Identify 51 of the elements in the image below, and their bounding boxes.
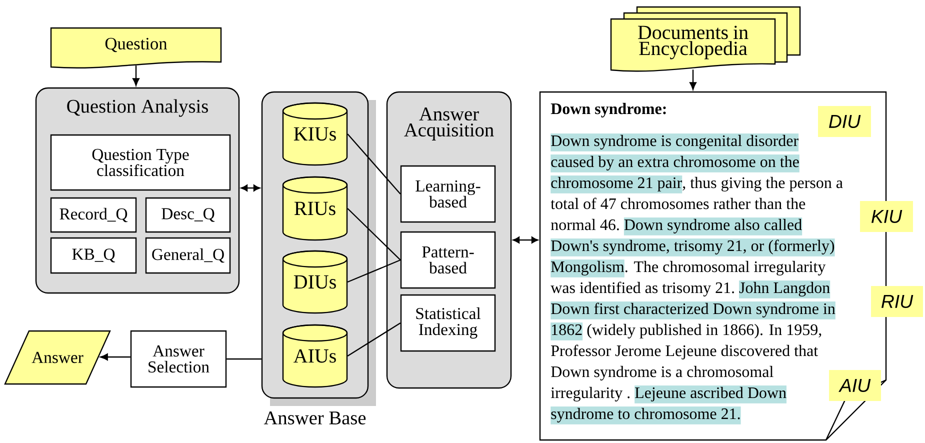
- tag-label: RIU: [871, 286, 923, 317]
- database-cylinder: KIUs: [282, 102, 348, 166]
- body-text: (widely published in 1866). In 1959,: [587, 324, 822, 338]
- connector-line: [347, 322, 401, 357]
- output-parallelogram: Answer: [4, 330, 111, 385]
- highlighted-text: John Langdon: [739, 280, 830, 298]
- connector-line: [132, 66, 140, 86]
- process-box: Record_Q: [50, 197, 137, 233]
- highlighted-text: Mongolism: [550, 260, 624, 278]
- highlighted-text: Down's syndrome, trisomy 21, or (formerly): [550, 238, 835, 256]
- connector-line: [240, 184, 260, 192]
- highlighted-text: 1862: [550, 322, 583, 340]
- database-cylinder: AIUs: [282, 324, 348, 388]
- tag-label: AIU: [829, 370, 881, 401]
- connector-line: [690, 70, 696, 90]
- connector-line: [512, 236, 538, 244]
- process-box: Question Type classification: [50, 134, 231, 191]
- document-stack: Documents in Encyclopedia: [610, 6, 801, 72]
- process-box: General_Q: [145, 237, 231, 274]
- connector-line: [100, 354, 130, 360]
- process-box: KB_Q: [50, 237, 137, 274]
- highlighted-text: Down syndrome is congenital disorder: [550, 134, 799, 152]
- process-box: Desc_Q: [145, 197, 231, 233]
- connector-line: [347, 259, 401, 283]
- process-box: Answer Selection: [130, 330, 227, 388]
- body-text: , thus giving the person a: [682, 176, 843, 192]
- process-box: Learning-based: [400, 165, 496, 223]
- highlighted-text: chromosome 21 pair: [550, 176, 682, 194]
- body-text: normal 46.: [550, 218, 619, 230]
- connector-line: [226, 358, 262, 360]
- process-box: Statistical Indexing: [400, 294, 496, 352]
- connector-line: [347, 134, 401, 194]
- highlighted-text: Down first characterized Down syndrome in: [550, 302, 836, 320]
- database-cylinder: RIUs: [282, 176, 348, 241]
- process-box: Pattern-based: [400, 231, 496, 289]
- connector-line: [347, 208, 401, 260]
- body-text: Down syndrome is a chromosomal: [551, 366, 774, 380]
- highlighted-text: Lejeune ascribed Down: [634, 386, 786, 404]
- heading: Down syndrome:: [550, 102, 666, 118]
- body-text: was identified as trisomy 21.: [550, 282, 734, 296]
- tag-label: DIU: [818, 106, 871, 137]
- node-label: Answer Base: [264, 412, 366, 424]
- highlighted-text: syndrome to chromosome 21.: [550, 406, 741, 424]
- highlighted-text: caused by an extra chromosome on the: [550, 154, 800, 172]
- tag-label: KIU: [860, 201, 913, 232]
- database-cylinder: DIUs: [282, 250, 348, 314]
- body-text: Professor Jerome Lejeune discovered that: [551, 344, 818, 360]
- body-text: total of 47 chromosomes rather than the: [550, 198, 806, 210]
- highlighted-text: Down syndrome also called: [624, 218, 802, 236]
- body-text: irregularity .: [550, 386, 630, 402]
- body-text: . The chromosomal irregularity: [625, 260, 826, 276]
